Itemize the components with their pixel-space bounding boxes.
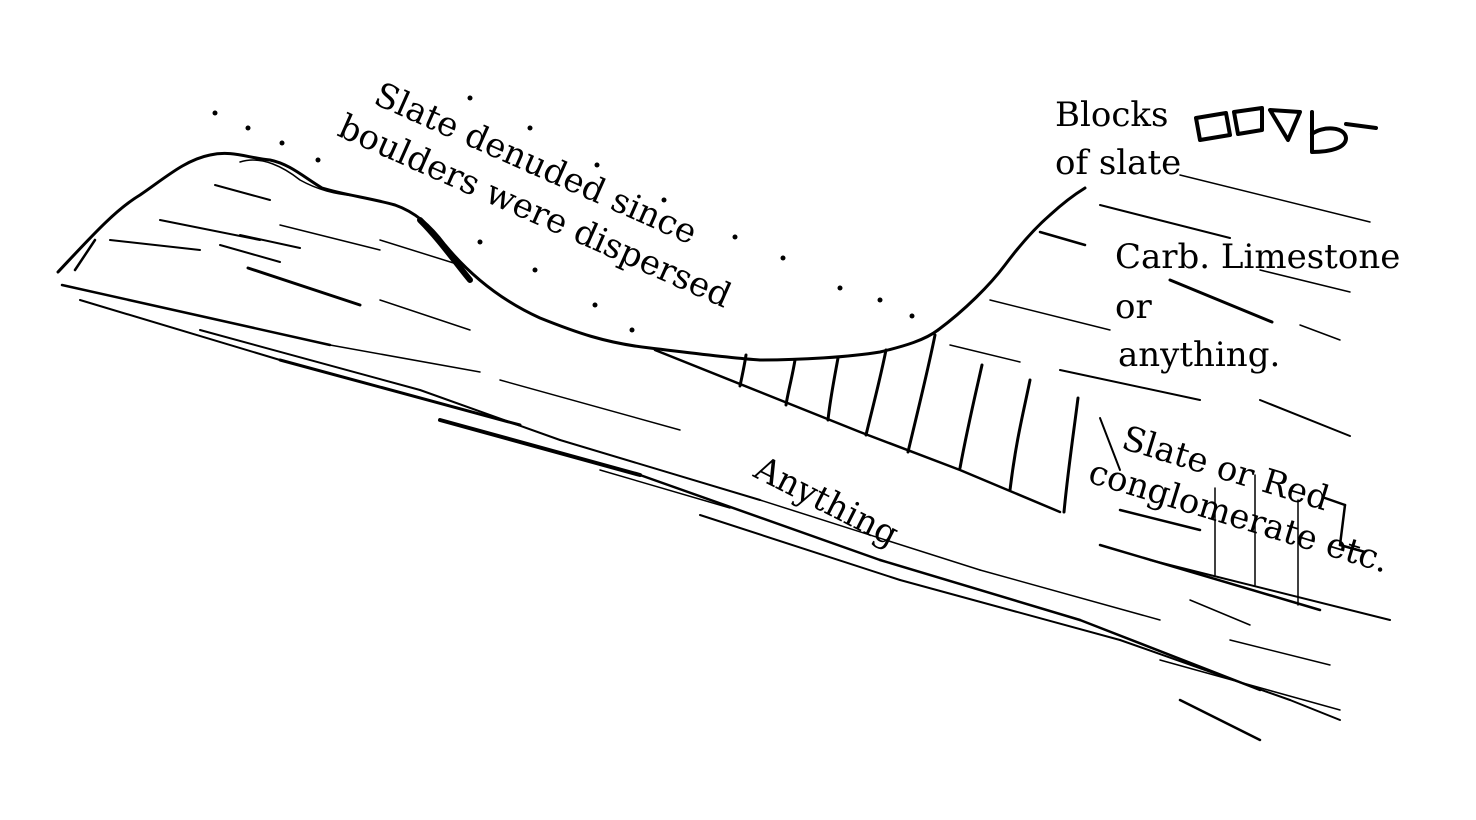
hill-crest-ridge	[239, 159, 356, 197]
underlying-strata	[60, 283, 1341, 742]
hill-profile	[56, 151, 762, 362]
denuded-slate-label: Slate denuded since boulders were disper…	[332, 75, 737, 317]
valley-floor	[758, 328, 940, 362]
slate-base-line	[653, 348, 1062, 514]
limestone-label-line-3: anything.	[1118, 335, 1280, 375]
right-scarp	[936, 186, 1087, 332]
slate-outcrop-edge	[417, 217, 473, 283]
right-strata	[949, 174, 1391, 621]
blocks-label-line-2: of slate	[1055, 143, 1181, 183]
limestone-label-line-2: or	[1115, 287, 1152, 327]
former-surface-dots	[212, 95, 915, 333]
blocks-label-line-1: Blocks	[1055, 95, 1168, 135]
limestone-label-line-1: Carb. Limestone	[1115, 237, 1400, 277]
hill-strata	[73, 184, 461, 307]
slate-block-symbols	[1194, 106, 1378, 154]
slate-cleavage-lines	[738, 333, 1080, 514]
slate-red-label: Slate or Red conglomerate etc.	[1084, 418, 1394, 581]
scarp-tick	[1038, 230, 1087, 247]
